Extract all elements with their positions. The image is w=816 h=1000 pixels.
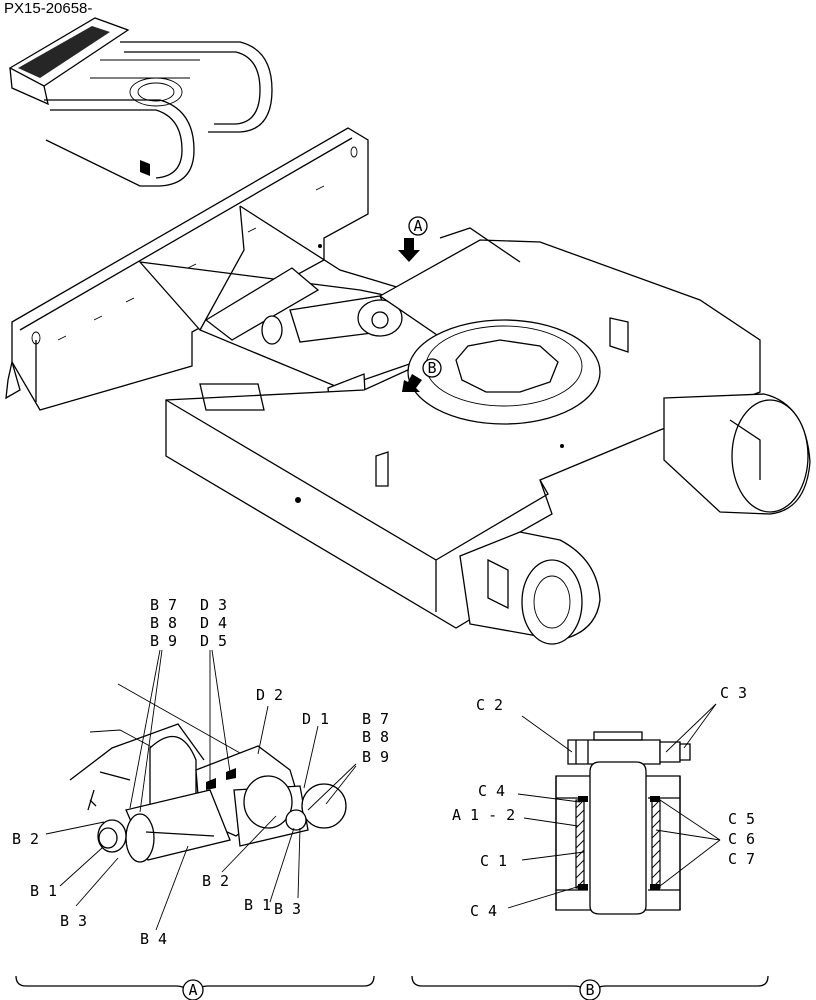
label-c4-top: C 4 <box>478 782 505 800</box>
label-b9-right: B 9 <box>362 748 389 766</box>
label-c4-bottom: C 4 <box>470 902 497 920</box>
caption-brace-a: A <box>15 975 375 1000</box>
label-c6: C 6 <box>728 830 755 848</box>
label-a1-2: A 1 - 2 <box>452 806 515 824</box>
overview-thumbnail <box>8 17 273 187</box>
label-c5: C 5 <box>728 810 755 828</box>
label-d2: D 2 <box>256 686 283 704</box>
label-b9-left: B 9 <box>150 632 177 650</box>
label-b3-mid: B 3 <box>274 900 301 918</box>
caption-a-label: A <box>188 981 197 999</box>
detail-a-leaders <box>45 649 357 931</box>
detail-b-leaders <box>507 703 721 909</box>
detail-b-labels: C 2 C 3 C 4 A 1 - 2 C 1 C 4 C 5 C 6 C 7 <box>452 684 755 920</box>
label-d3: D 3 <box>200 596 227 614</box>
view-b-marker: B <box>402 358 442 392</box>
label-c1: C 1 <box>480 852 507 870</box>
label-b4: B 4 <box>140 930 167 948</box>
label-d5: D 5 <box>200 632 227 650</box>
label-b7-left: B 7 <box>150 596 177 614</box>
detail-b-drawing <box>555 731 691 915</box>
label-b7-right: B 7 <box>362 710 389 728</box>
view-a-marker: A <box>398 216 428 262</box>
label-b8-left: B 8 <box>150 614 177 632</box>
label-c2: C 2 <box>476 696 503 714</box>
view-a-marker-label: A <box>413 217 422 235</box>
view-b-marker-label: B <box>427 359 436 377</box>
label-b1-left: B 1 <box>30 882 57 900</box>
label-b8-right: B 8 <box>362 728 389 746</box>
label-d4: D 4 <box>200 614 227 632</box>
label-b2-mid: B 2 <box>202 872 229 890</box>
label-c3: C 3 <box>720 684 747 702</box>
detail-a-labels: B 7 B 8 B 9 D 3 D 4 D 5 D 2 D 1 B 7 B 8 … <box>12 596 389 948</box>
caption-b-label: B <box>585 981 594 999</box>
document-id: PX15-20658- <box>4 0 93 17</box>
label-d1: D 1 <box>302 710 329 728</box>
detail-a-drawing <box>69 683 347 863</box>
label-b1-mid: B 1 <box>244 896 271 914</box>
label-c7: C 7 <box>728 850 755 868</box>
undercarriage-frame <box>5 127 811 645</box>
label-b3-left: B 3 <box>60 912 87 930</box>
caption-brace-b: B <box>411 975 769 1000</box>
label-b2-left: B 2 <box>12 830 39 848</box>
